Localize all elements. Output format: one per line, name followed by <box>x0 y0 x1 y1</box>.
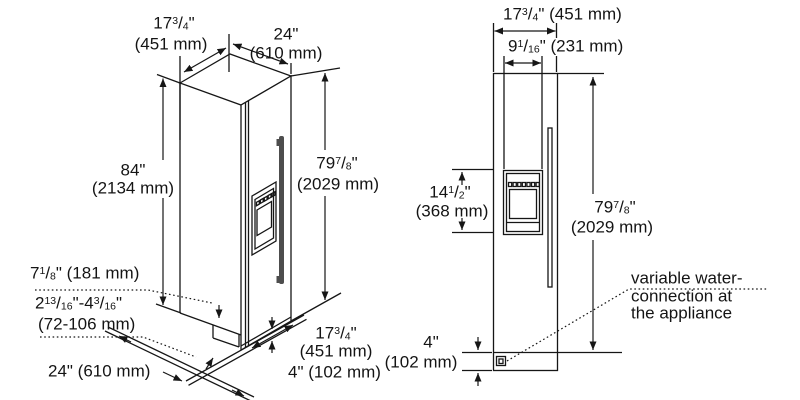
dim-depth-bottom-in: 173/4" <box>315 323 357 343</box>
dim-adjustable-range-in: 213/16"-43/16" <box>35 293 123 313</box>
dim-appliance-height-front-mm: (2029 mm) <box>570 217 654 237</box>
dim-adjustable-range-mm: (72-106 mm) <box>38 314 136 334</box>
dim-width-top-mm: (610 mm) <box>249 43 323 63</box>
dim-depth-top-mm: (451 mm) <box>134 34 208 54</box>
isometric-view <box>35 34 342 400</box>
dim-toe-kick: 4" (102 mm) <box>288 362 381 382</box>
dim-appliance-height-in: 797/8" <box>316 153 358 173</box>
dim-dispenser-height-in: 141/2" <box>429 182 471 202</box>
dim-depth-top-in: 173/4" <box>153 13 195 33</box>
dim-base-height-mm: (102 mm) <box>384 352 458 372</box>
dispenser-panel-front <box>502 169 544 236</box>
dim-dispenser-height-mm: (368 mm) <box>415 201 489 221</box>
dispenser-panel-iso <box>251 180 277 257</box>
dim-width-front: 173/4" (451 mm) <box>503 4 622 24</box>
dim-plinth-height: 71/8" (181 mm) <box>30 263 140 283</box>
front-view <box>452 23 768 386</box>
dim-depth-bottom-mm: (451 mm) <box>299 341 373 361</box>
dim-total-height-in: 84" <box>120 160 146 180</box>
water-note-line1: variable water- <box>631 268 743 288</box>
dim-dispenser-width: 91/16" (231 mm) <box>508 36 624 56</box>
dim-depth-floor: 24" (610 mm) <box>48 361 151 381</box>
dim-appliance-height-front-in: 797/8" <box>594 197 636 217</box>
dim-appliance-height-mm: (2029 mm) <box>296 174 380 194</box>
door-handle <box>276 136 284 284</box>
water-note-line3: the appliance <box>631 303 733 323</box>
door-handle-front <box>547 127 553 288</box>
dim-base-height-in: 4" <box>423 332 439 352</box>
dim-width-top-in: 24" <box>273 24 299 44</box>
water-connection-point <box>495 355 507 367</box>
dim-total-height-mm: (2134 mm) <box>91 178 175 198</box>
water-note-line2: connection at <box>631 286 733 306</box>
